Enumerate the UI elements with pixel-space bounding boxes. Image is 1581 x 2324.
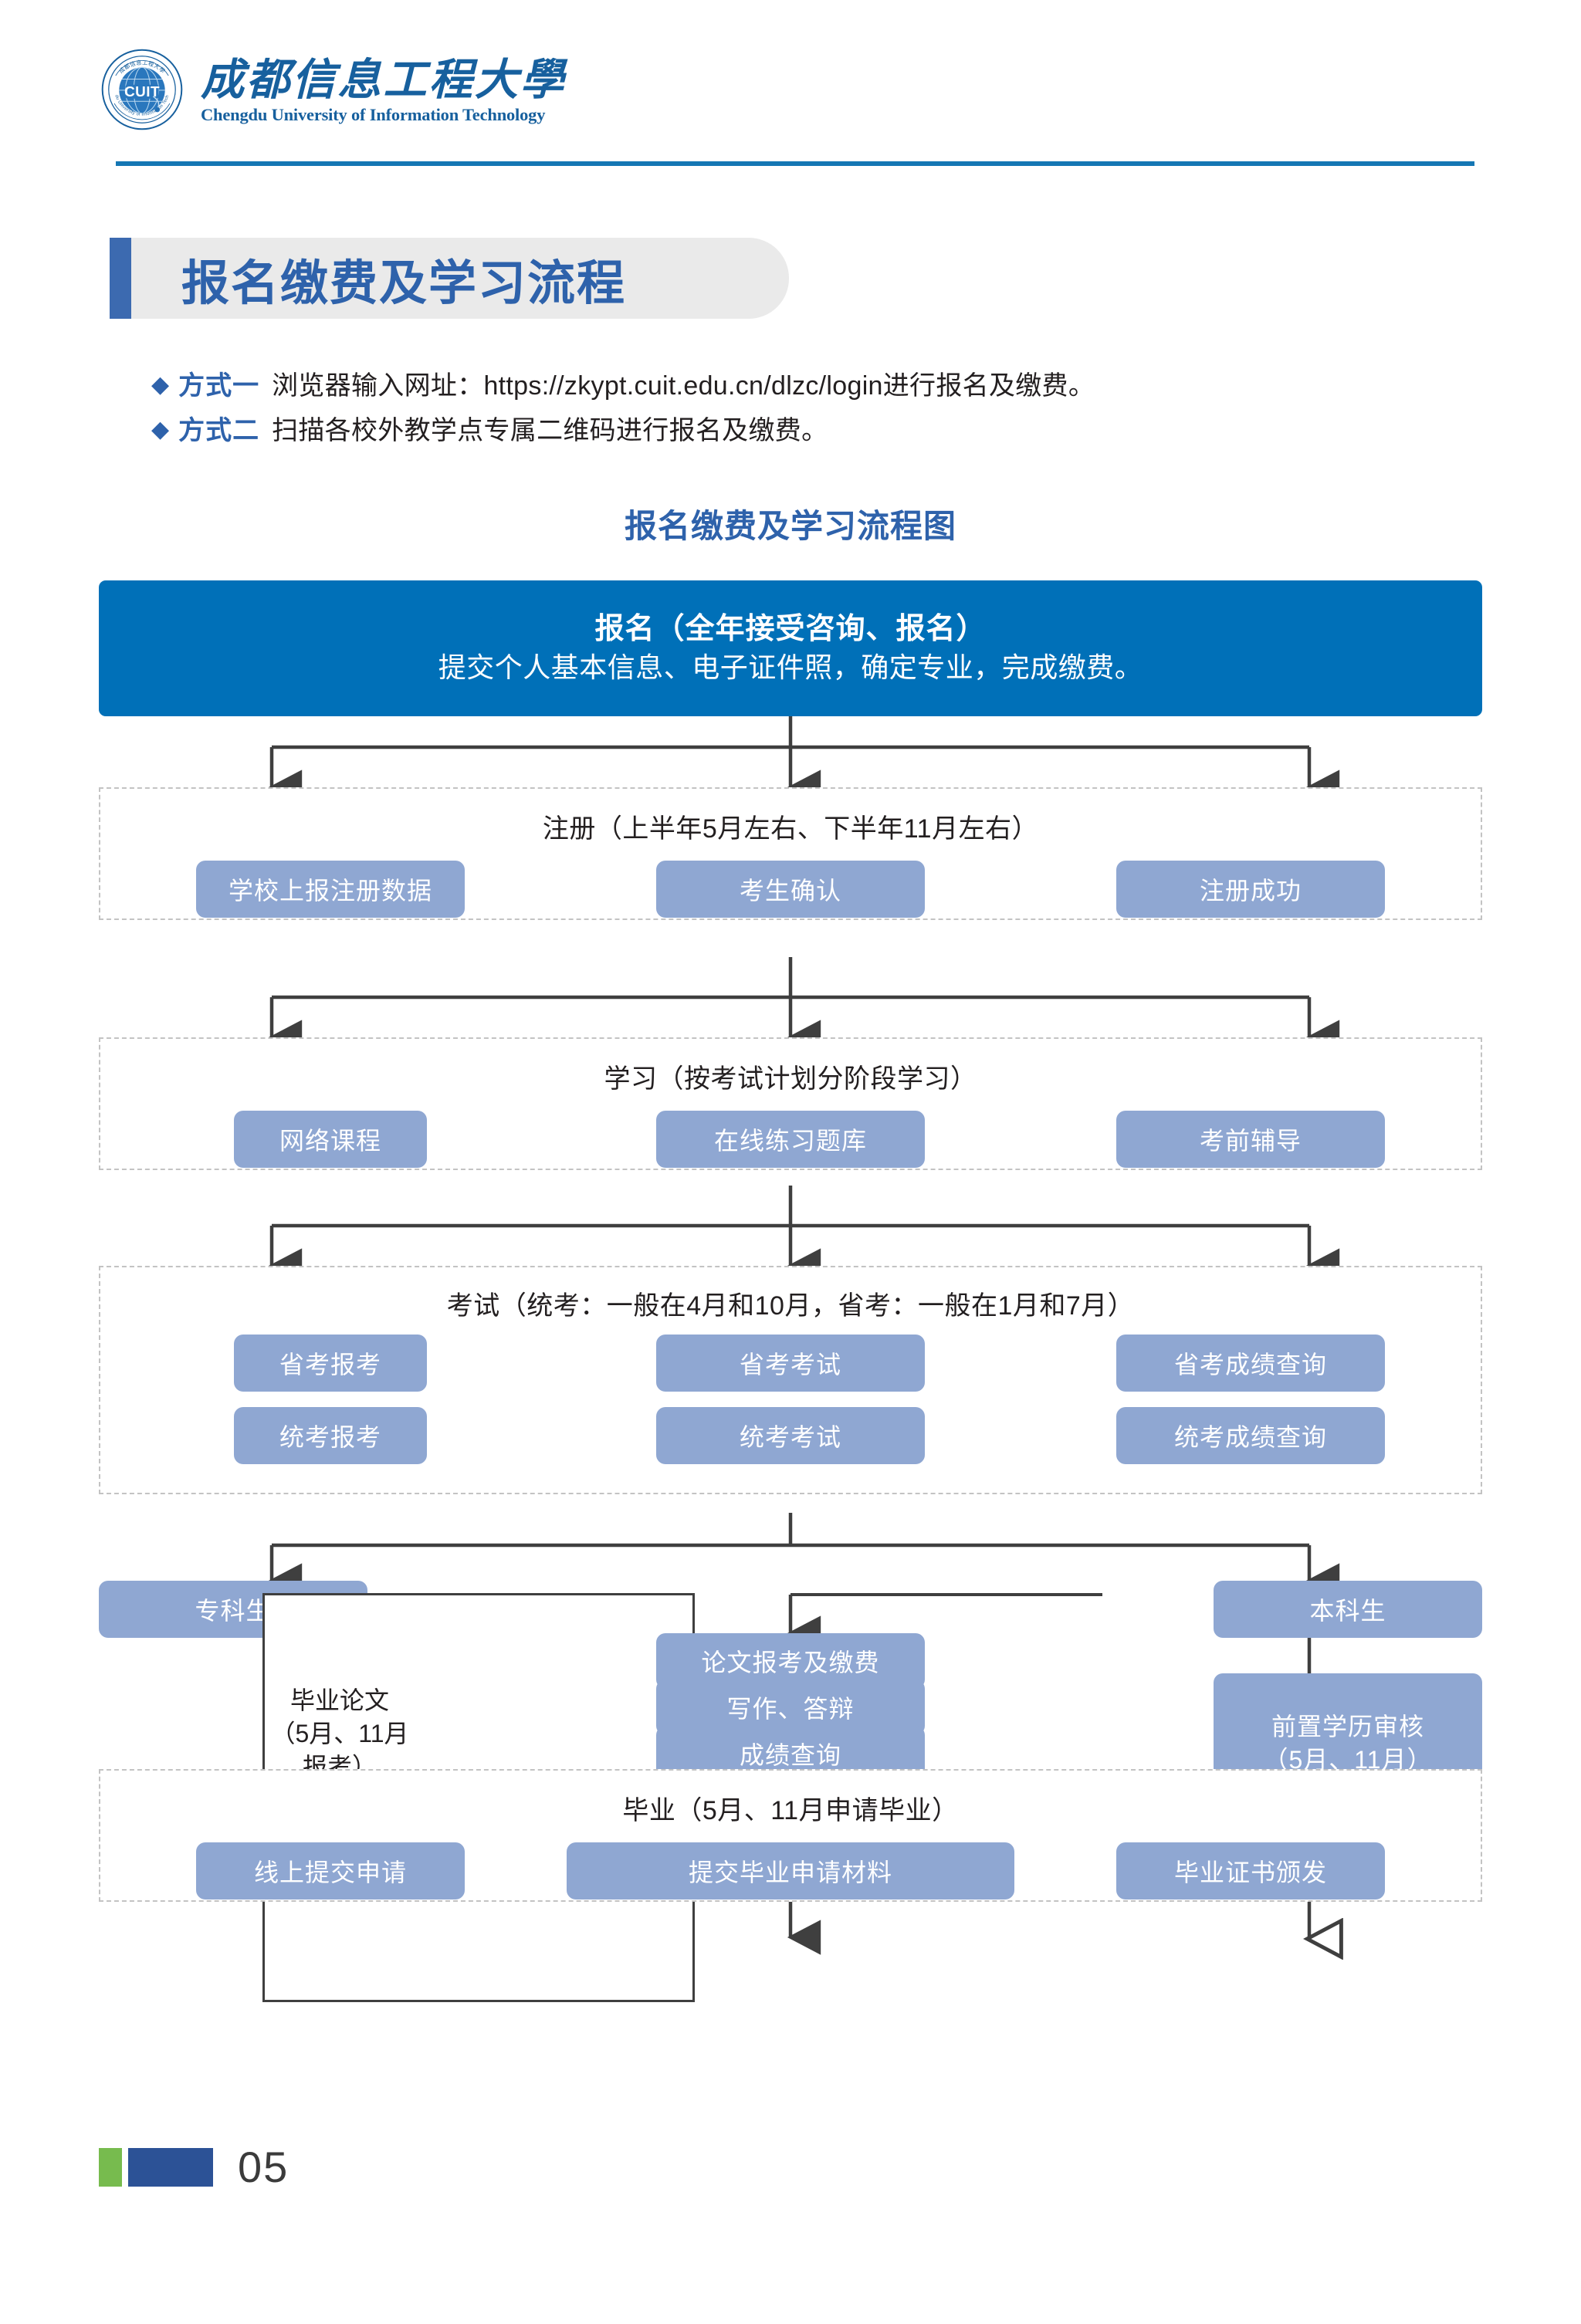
chip-online-submit-application[interactable]: 线上提交申请	[196, 1842, 465, 1899]
flow-band-graduate: 毕业（5月、11月申请毕业） 线上提交申请 提交毕业申请材料 毕业证书颁发	[99, 1769, 1482, 1902]
band-title-register: 注册（上半年5月左右、下半年11月左右）	[542, 814, 1039, 844]
university-name-en: Chengdu University of Information Techno…	[201, 105, 546, 124]
flow-band-study: 学习（按考试计划分阶段学习） 网络课程 在线练习题库 考前辅导	[99, 1037, 1482, 1170]
logo-wordmark: 成都信息工程大學 Chengdu University of Informati…	[201, 54, 620, 125]
method-description: 浏览器输入网址：https://zkypt.cuit.edu.cn/dlzc/l…	[272, 371, 1095, 401]
chip-school-upload[interactable]: 学校上报注册数据	[196, 861, 465, 918]
band-title-graduate: 毕业（5月、11月申请毕业）	[622, 1796, 959, 1825]
chip-cell: 省考成绩查询	[1021, 1335, 1481, 1392]
diamond-bullet-icon: ◆	[151, 372, 170, 397]
university-name-cn-icon: 成都信息工程大學	[201, 56, 568, 103]
chip-pre-exam-tutoring[interactable]: 考前辅导	[1116, 1111, 1385, 1168]
method-list: ◆ 方式一 浏览器输入网址：https://zkypt.cuit.edu.cn/…	[151, 364, 1510, 454]
chip-online-course[interactable]: 网络课程	[234, 1111, 427, 1168]
chip-cell: 省考考试	[560, 1335, 1021, 1392]
chip-cell: 在线练习题库	[560, 1111, 1021, 1168]
flow-band-exam: 考试（统考：一般在4月和10月，省考：一般在1月和7月） 省考报考 省考考试 省…	[99, 1266, 1482, 1494]
svg-text:CUIT: CUIT	[124, 84, 160, 100]
thesis-label-line1: 毕业论文	[289, 1686, 389, 1714]
list-item: ◆ 方式一 浏览器输入网址：https://zkypt.cuit.edu.cn/…	[151, 364, 1510, 409]
chip-submit-graduation-materials[interactable]: 提交毕业申请材料	[567, 1842, 1014, 1899]
chip-cell: 考生确认	[560, 861, 1021, 918]
header-divider	[116, 161, 1474, 166]
page-title: 报名缴费及学习流程	[181, 256, 627, 310]
method-label: 方式一	[178, 371, 260, 401]
band-title-study: 学习（按考试计划分阶段学习）	[604, 1064, 977, 1094]
footer-swatch-green	[99, 2147, 122, 2187]
chip-candidate-confirm[interactable]: 考生确认	[656, 861, 925, 918]
chip-row: 学校上报注册数据 考生确认 注册成功	[100, 861, 1481, 918]
chip-row: 省考报考 省考考试 省考成绩查询	[100, 1335, 1481, 1392]
chip-cell: 统考成绩查询	[1021, 1407, 1481, 1464]
chip-cell: 学校上报注册数据	[100, 861, 560, 918]
chip-cell: 注册成功	[1021, 861, 1481, 918]
flowchart: 报名（全年接受咨询、报名） 提交个人基本信息、电子证件照，确定专业，完成缴费。 …	[99, 580, 1482, 2002]
flow-step-registration: 报名（全年接受咨询、报名） 提交个人基本信息、电子证件照，确定专业，完成缴费。	[99, 580, 1482, 716]
university-logo: CUIT 成都信息工程大學 Chengdu University of Info…	[100, 48, 620, 131]
thesis-group-label: 毕业论文 （5月、11月 报考）	[270, 1684, 409, 1784]
method-description: 扫描各校外教学点专属二维码进行报名及缴费。	[272, 416, 828, 445]
list-item: ◆ 方式二 扫描各校外教学点专属二维码进行报名及缴费。	[151, 409, 1510, 454]
chip-row: 线上提交申请 提交毕业申请材料 毕业证书颁发	[100, 1842, 1481, 1899]
thesis-label-line2: （5月、11月	[270, 1720, 409, 1748]
chip-diploma-issued[interactable]: 毕业证书颁发	[1116, 1842, 1385, 1899]
diamond-bullet-icon: ◆	[151, 417, 170, 442]
method-label: 方式二	[178, 416, 260, 445]
chip-provincial-exam[interactable]: 省考考试	[656, 1335, 925, 1392]
chip-cell: 线上提交申请	[100, 1842, 560, 1899]
chip-bachelor-student[interactable]: 本科生	[1214, 1581, 1482, 1638]
chip-row: 统考报考 统考考试 统考成绩查询	[100, 1407, 1481, 1464]
section-title-accent	[110, 238, 131, 319]
page-header: CUIT 成都信息工程大學 Chengdu University of Info…	[0, 0, 1581, 178]
chip-national-exam[interactable]: 统考考试	[656, 1407, 925, 1464]
chip-cell: 提交毕业申请材料	[560, 1842, 1021, 1899]
flowchart-title: 报名缴费及学习流程图	[624, 508, 956, 544]
footer-swatch-blue	[128, 2147, 213, 2187]
university-name-cn: 成都信息工程大學	[201, 56, 568, 103]
registration-detail: 提交个人基本信息、电子证件照，确定专业，完成缴费。	[438, 651, 1143, 684]
chip-cell: 考前辅导	[1021, 1111, 1481, 1168]
cuit-seal-icon: CUIT 成都信息工程大學 Chengdu University of Info…	[100, 48, 183, 130]
section-title-bar: 报名缴费及学习流程	[110, 238, 789, 319]
chip-register-success[interactable]: 注册成功	[1116, 861, 1385, 918]
chip-cell: 网络课程	[100, 1111, 560, 1168]
chip-cell: 毕业证书颁发	[1021, 1842, 1481, 1899]
chip-cell: 统考报考	[100, 1407, 560, 1464]
chip-national-score[interactable]: 统考成绩查询	[1116, 1407, 1385, 1464]
chip-national-apply[interactable]: 统考报考	[234, 1407, 427, 1464]
chip-cell: 统考考试	[560, 1407, 1021, 1464]
chip-provincial-apply[interactable]: 省考报考	[234, 1335, 427, 1392]
prior-education-review-line1: 前置学历审核	[1271, 1712, 1424, 1740]
chip-row: 网络课程 在线练习题库 考前辅导	[100, 1111, 1481, 1168]
flow-band-register: 注册（上半年5月左右、下半年11月左右） 学校上报注册数据 考生确认 注册成功	[99, 787, 1482, 920]
chip-provincial-score[interactable]: 省考成绩查询	[1116, 1335, 1385, 1392]
page-number: 05	[238, 2143, 289, 2191]
registration-title: 报名（全年接受咨询、报名）	[594, 613, 987, 646]
chip-cell: 省考报考	[100, 1335, 560, 1392]
band-title-exam: 考试（统考：一般在4月和10月，省考：一般在1月和7月）	[446, 1291, 1135, 1321]
chip-practice-bank[interactable]: 在线练习题库	[656, 1111, 925, 1168]
page-footer: 05	[99, 2142, 289, 2192]
